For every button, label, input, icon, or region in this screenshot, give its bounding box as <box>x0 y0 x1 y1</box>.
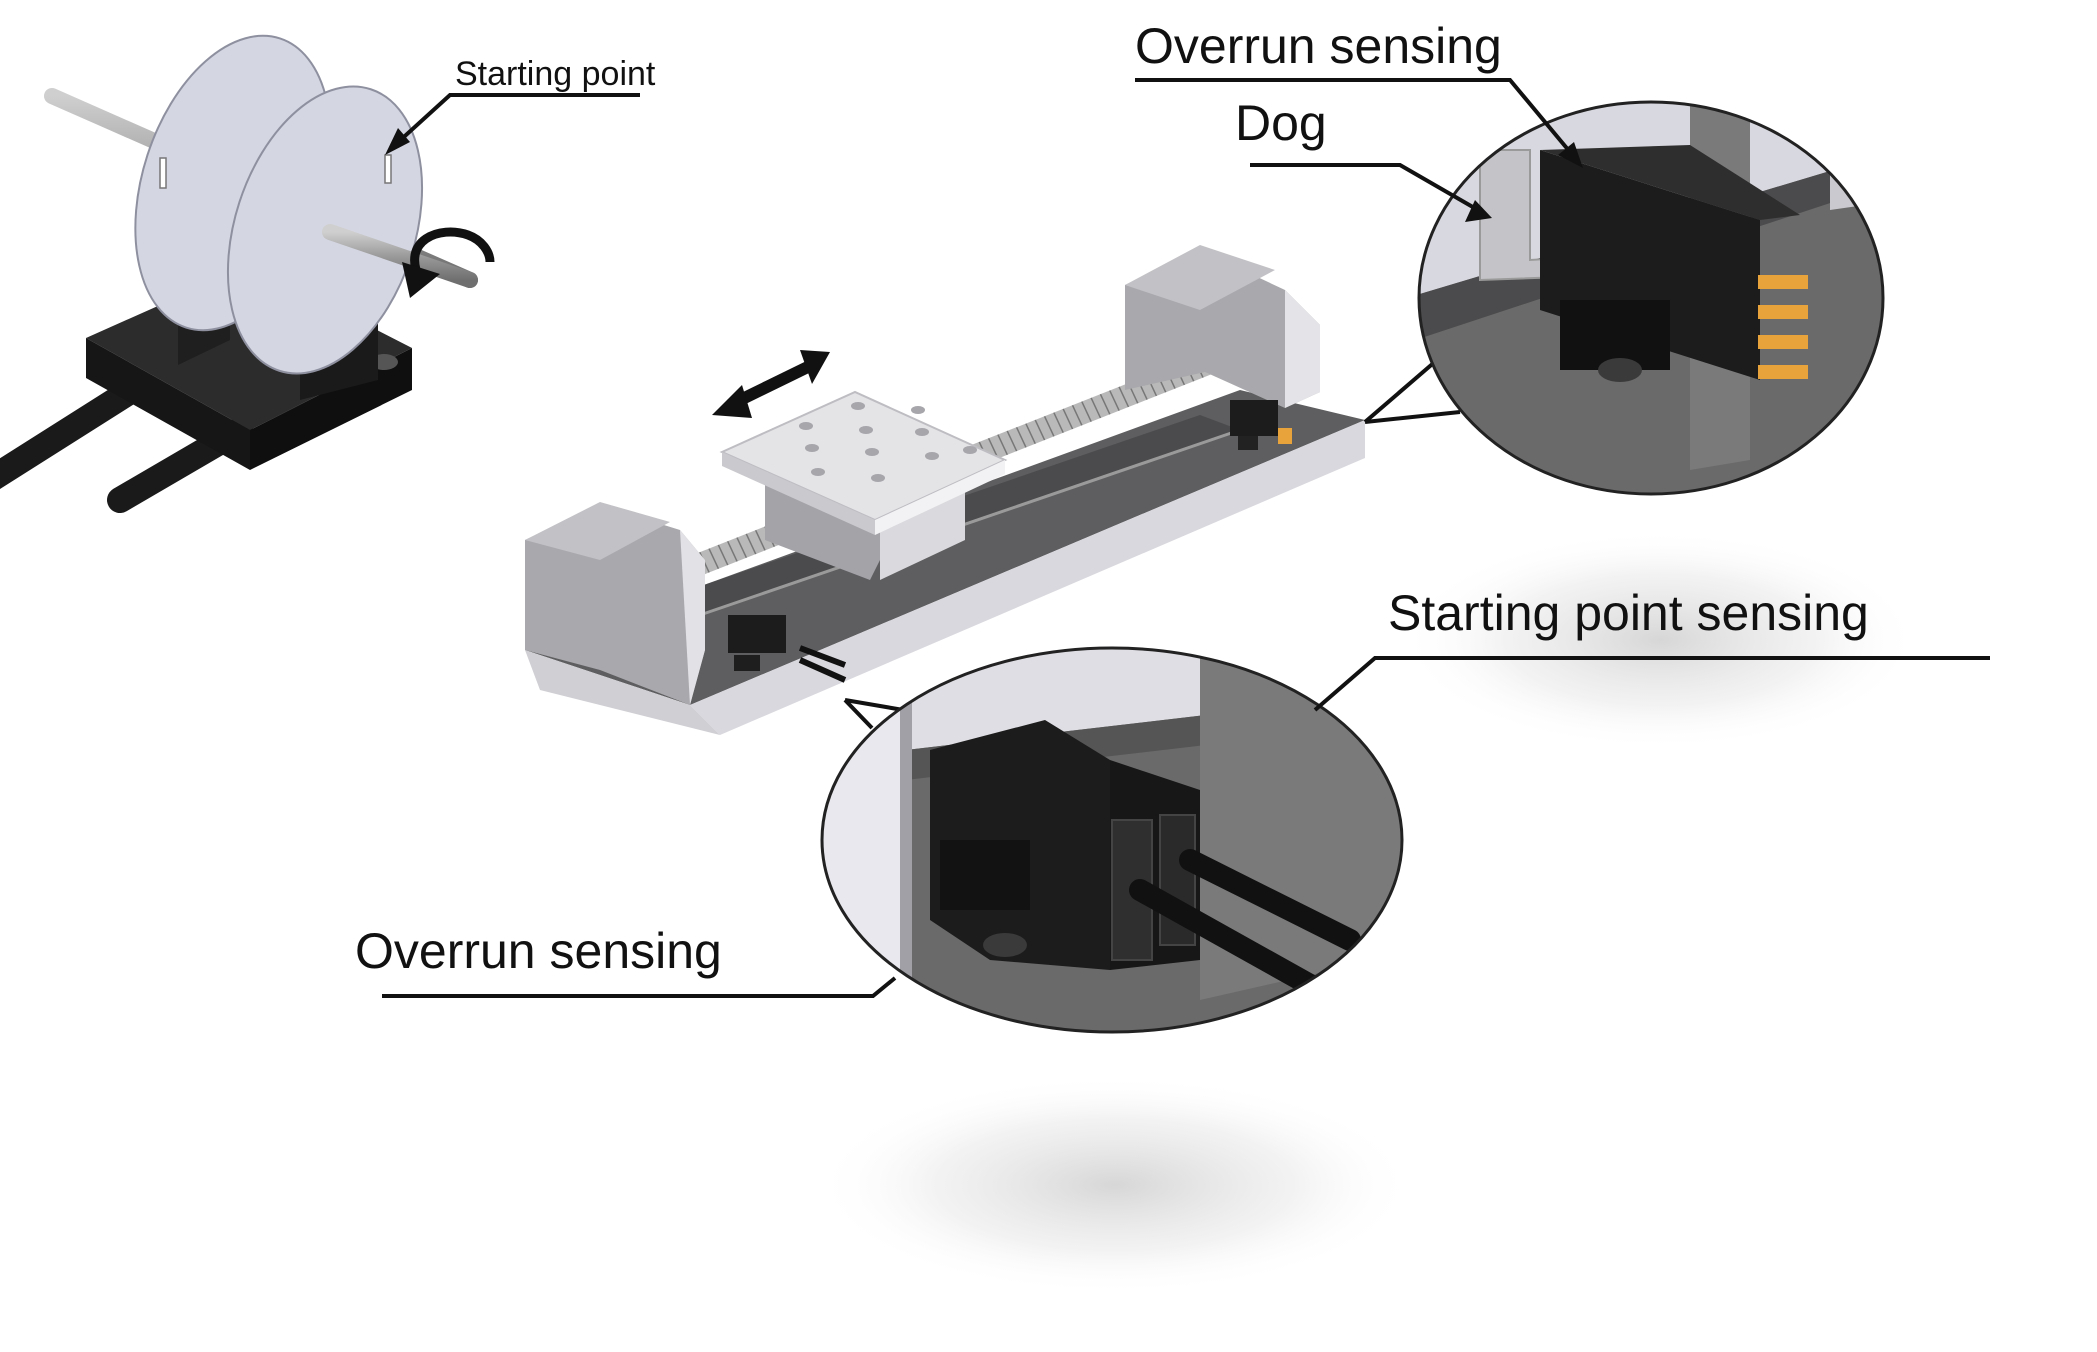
terminal-3 <box>1758 335 1808 349</box>
leader-dog <box>1250 163 1479 212</box>
disk-rear-slot <box>159 157 167 189</box>
callout-bottom-frame <box>820 646 1404 1034</box>
callout-cable-1 <box>1129 879 1321 996</box>
terminal-2 <box>1758 305 1808 319</box>
connector-top-2 <box>1364 410 1461 424</box>
label-starting-point-sensing: Starting point sensing <box>1388 585 1869 641</box>
end-block-left-front <box>525 505 705 705</box>
leader-starting-point-arrowhead <box>385 128 410 155</box>
leader-overrun-top-arrowhead <box>1558 142 1583 168</box>
label-dog: Dog <box>1235 95 1327 151</box>
stage-base-left <box>525 650 720 735</box>
cable-left <box>0 372 153 490</box>
callout-top-frame <box>1417 100 1885 496</box>
linear-stage <box>525 245 1365 735</box>
carriage-top-edge <box>722 452 875 535</box>
leader-overrun-top <box>1135 78 1577 160</box>
leader-dog-arrowhead <box>1465 200 1492 222</box>
rotation-arrow-icon <box>410 227 495 283</box>
label-overrun-sensing-bottom: Overrun sensing <box>355 923 722 979</box>
double-arrow-icon <box>712 350 830 418</box>
end-block-left-side <box>680 530 705 705</box>
leader-overrun-bottom <box>382 976 897 998</box>
connector-bottom-1 <box>843 698 874 730</box>
leader-starting-point-sensing <box>1313 656 1990 712</box>
terminal-1 <box>1758 275 1808 289</box>
mini-sensor-right <box>1230 400 1292 450</box>
leader-starting-point <box>393 93 640 147</box>
disk-sensor-assembly <box>0 34 640 513</box>
end-block-right-side <box>1285 290 1320 408</box>
stage-base-front <box>690 420 1365 735</box>
end-block-left-top <box>525 502 670 560</box>
shadow-bottom-callout <box>815 1075 1415 1295</box>
guide-rail-edge <box>699 428 1241 617</box>
carriage-holes <box>799 402 977 482</box>
disk-front-slot <box>384 154 392 184</box>
end-block-right-top <box>1125 245 1275 310</box>
shadow-top-callout <box>1400 530 1920 750</box>
callout-overrun-dog <box>1135 78 1885 496</box>
label-starting-point: Starting point <box>455 55 656 93</box>
connector-top-1 <box>1363 358 1439 424</box>
shaft-front <box>322 224 478 288</box>
carriage-top-side <box>875 460 1005 535</box>
callout-cable-2 <box>1179 849 1361 951</box>
label-overrun-sensing-top: Overrun sensing <box>1135 18 1502 74</box>
sensor-base-left <box>86 338 250 470</box>
rotation-arrow-head <box>402 262 440 298</box>
terminal-4 <box>1758 365 1808 379</box>
mini-sensor-left <box>728 615 847 683</box>
